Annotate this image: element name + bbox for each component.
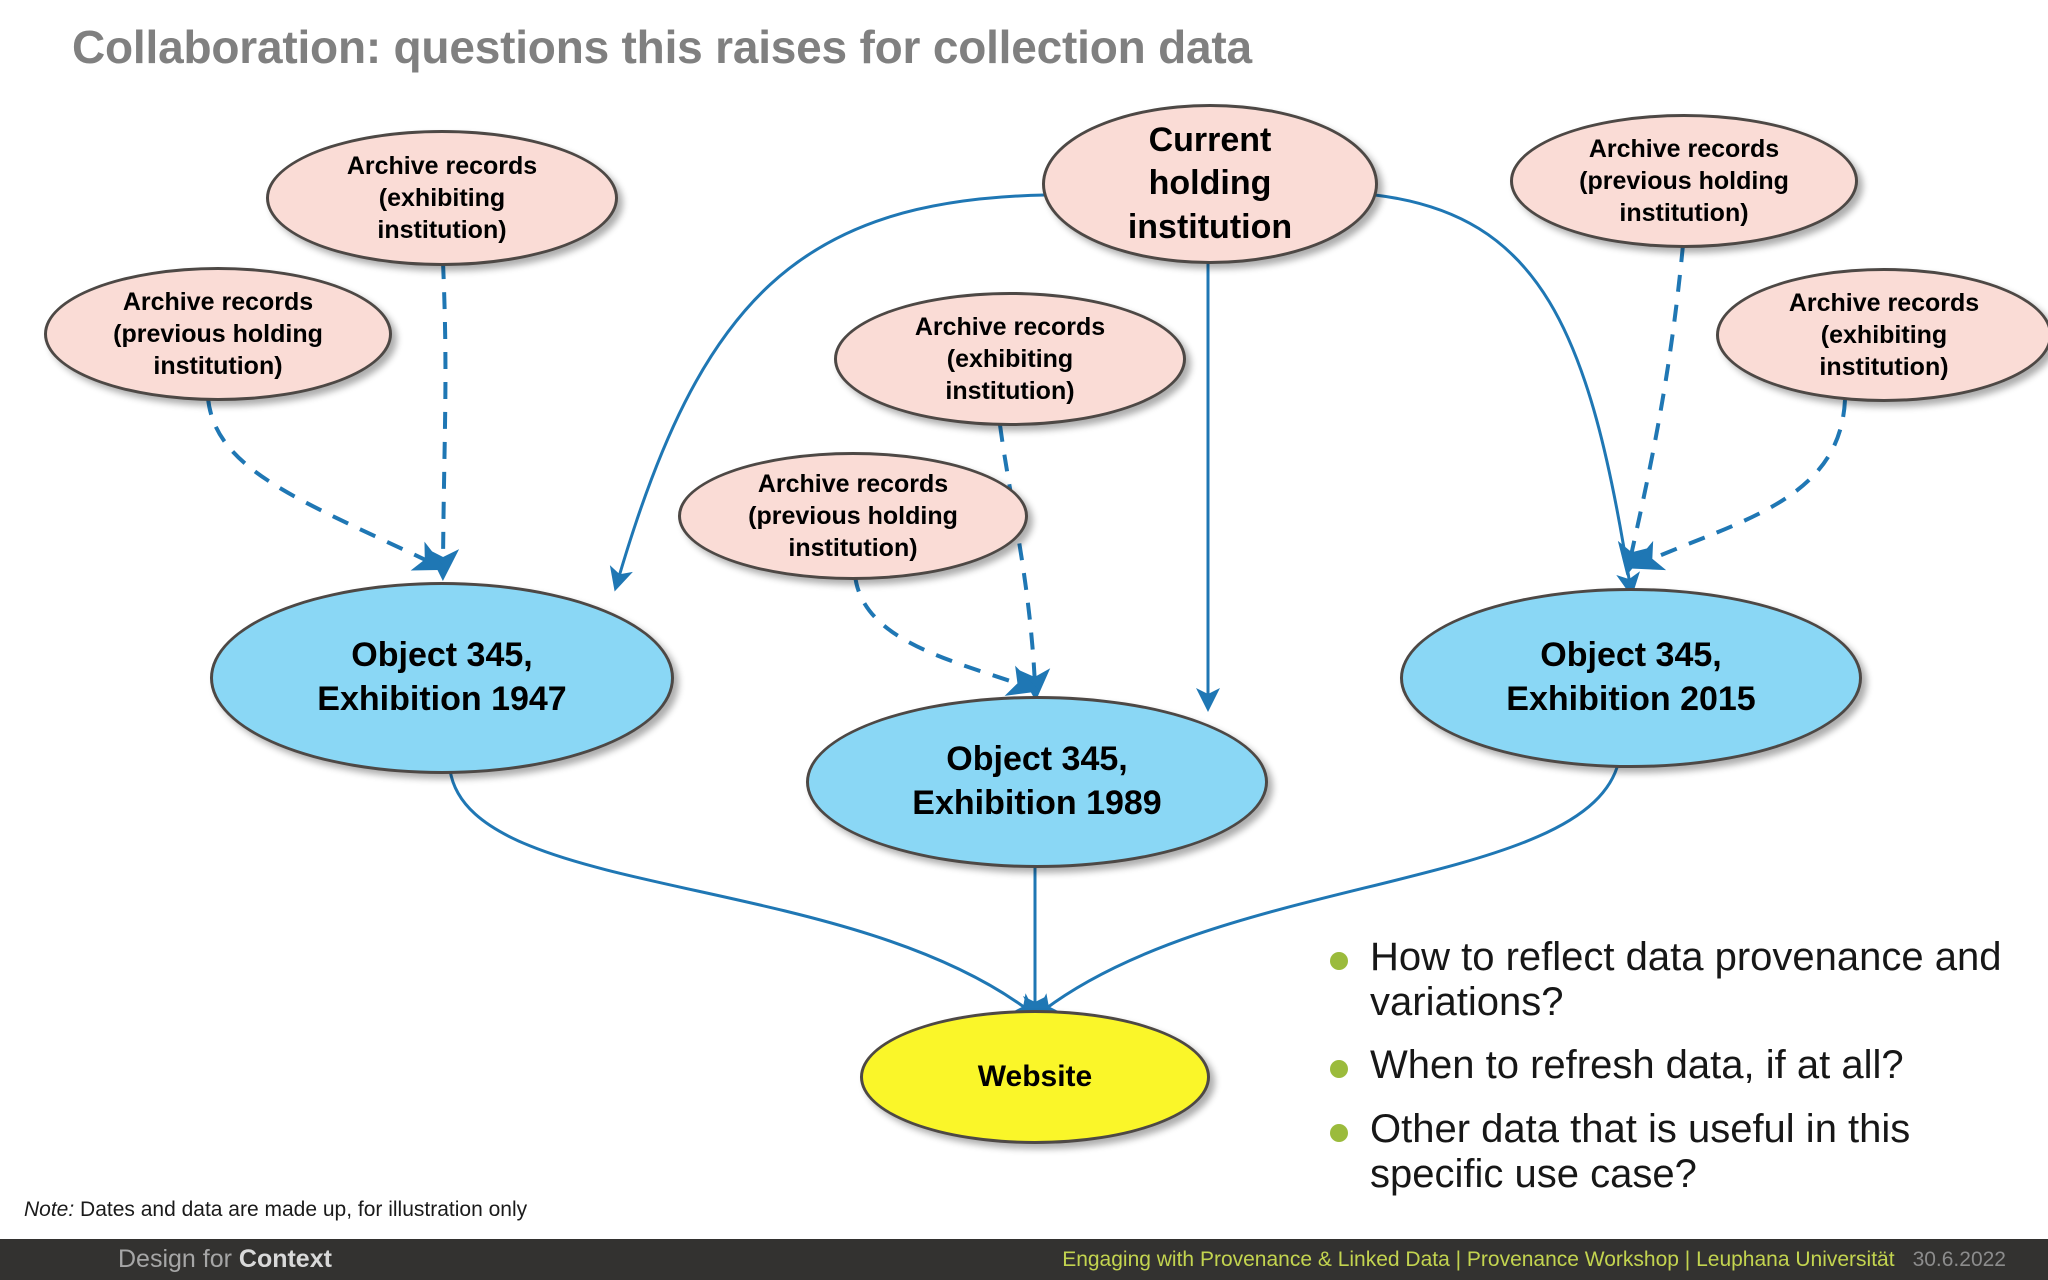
brand-bold-text: Context [238, 1245, 332, 1273]
brand-logo: Design for Context [118, 1245, 332, 1274]
bullet-icon [1330, 1060, 1348, 1079]
footer-credit-group: Engaging with Provenance & Linked Data |… [1062, 1248, 2006, 1272]
edge-ar-prev-left-to-1947 [206, 397, 447, 571]
node-archive-records-previous-center[interactable]: Archive records (previous holding instit… [678, 452, 1028, 580]
footer-credit: Engaging with Provenance & Linked Data |… [1062, 1247, 1895, 1271]
footer-date: 30.6.2022 [1912, 1247, 2006, 1271]
bullet-icon [1330, 952, 1348, 970]
edge-ar-prev-right-to-2015 [1617, 244, 1685, 576]
brand-light-text: Design for [118, 1245, 239, 1273]
node-label: Object 345, Exhibition 1989 [912, 740, 1162, 822]
edge-ar-exh-right-to-2015 [1630, 399, 1847, 571]
node-object-exhibition-1947[interactable]: Object 345, Exhibition 1947 [210, 582, 674, 774]
list-item: How to reflect data provenance and varia… [1330, 935, 2030, 1025]
edge-current-to-2015 [1374, 193, 1640, 597]
node-label: Website [977, 1059, 1093, 1093]
node-label: Object 345, Exhibition 1947 [317, 636, 567, 718]
edge-ar-exh-left-to-1947 [427, 261, 460, 581]
node-archive-records-exhibiting-left[interactable]: Archive records (exhibiting institution) [266, 130, 618, 266]
list-item: When to refresh data, if at all? [1330, 1043, 2030, 1088]
node-label: Current holding institution [1127, 120, 1293, 246]
node-website[interactable]: Website [860, 1010, 1210, 1144]
node-archive-records-exhibiting-center[interactable]: Archive records (exhibiting institution) [834, 292, 1186, 426]
node-label: Archive records (exhibiting institution) [346, 152, 538, 244]
node-archive-records-previous-left[interactable]: Archive records (previous holding instit… [44, 267, 392, 401]
node-archive-records-previous-right[interactable]: Archive records (previous holding instit… [1510, 114, 1858, 248]
node-label: Archive records (exhibiting institution) [1788, 289, 1980, 381]
note-prefix: Note: [24, 1198, 75, 1221]
footer-bar: Design for Context Engaging with Provena… [0, 1239, 2048, 1280]
list-item: Other data that is useful in this specif… [1330, 1107, 2030, 1197]
node-current-holding-institution[interactable]: Current holding institution [1042, 104, 1378, 264]
question-text: Other data that is useful in this specif… [1370, 1106, 1911, 1196]
question-text: How to reflect data provenance and varia… [1370, 935, 2002, 1025]
node-object-exhibition-2015[interactable]: Object 345, Exhibition 2015 [1400, 588, 1862, 768]
question-text: When to refresh data, if at all? [1370, 1043, 1904, 1088]
node-label: Archive records (exhibiting institution) [914, 313, 1106, 405]
bullet-icon [1330, 1123, 1348, 1142]
node-archive-records-exhibiting-right[interactable]: Archive records (exhibiting institution) [1716, 268, 2048, 402]
note-body: Dates and data are made up, for illustra… [74, 1198, 528, 1221]
illustration-note: Note: Dates and data are made up, for il… [24, 1198, 527, 1222]
node-label: Archive records (previous holding instit… [1579, 135, 1789, 227]
node-object-exhibition-1989[interactable]: Object 345, Exhibition 1989 [806, 696, 1268, 868]
node-label: Object 345, Exhibition 2015 [1506, 636, 1756, 718]
edge-ar-prev-center-to-1989 [853, 574, 1041, 696]
questions-list: How to reflect data provenance and varia… [1330, 935, 2030, 1215]
node-label: Archive records (previous holding instit… [748, 470, 958, 562]
page-title: Collaboration: questions this raises for… [72, 21, 1252, 73]
node-label: Archive records (previous holding instit… [113, 288, 323, 380]
